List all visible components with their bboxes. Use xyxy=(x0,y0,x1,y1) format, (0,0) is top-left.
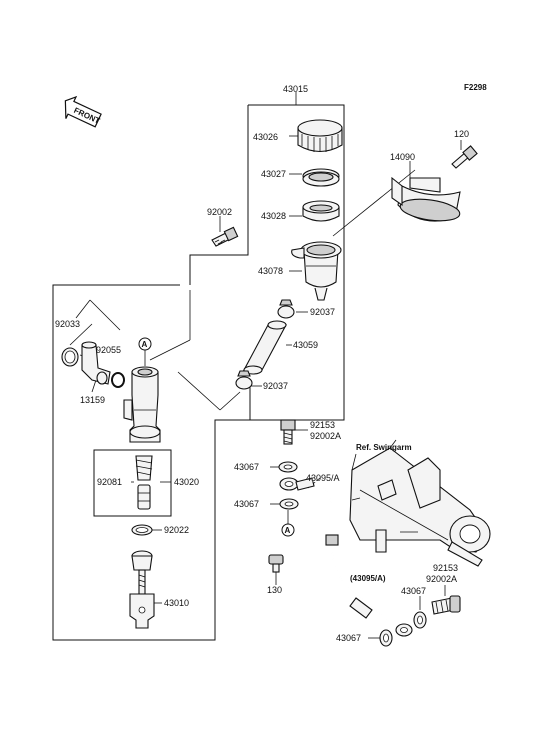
banjo-fitting-lower xyxy=(395,623,413,637)
reservoir-body xyxy=(291,241,342,301)
washer-43067-d xyxy=(379,629,393,647)
part-number-labels: 43015 43026 43027 43028 43078 92002 120 … xyxy=(55,84,469,643)
swingarm xyxy=(349,439,491,567)
assembly-frames xyxy=(52,92,345,641)
reservoir-bracket xyxy=(391,176,461,222)
part-number-92055: 92055 xyxy=(96,345,121,355)
hose-fitting xyxy=(81,341,111,385)
washer-43067-a xyxy=(278,461,298,473)
part-number-43078: 43078 xyxy=(258,266,283,276)
svg-text:A: A xyxy=(285,526,291,535)
banjo-bolt-upper xyxy=(280,419,296,445)
part-number-92153-lower: 92153 xyxy=(433,563,458,573)
reservoir-plate xyxy=(302,168,340,187)
part-number-92022: 92022 xyxy=(164,525,189,535)
push-rod xyxy=(129,550,155,629)
circlip-92022 xyxy=(131,524,153,536)
part-number-92002: 92002 xyxy=(207,207,232,217)
part-number-43067-c: 43067 xyxy=(401,586,426,596)
part-number-43067-b: 43067 xyxy=(234,499,259,509)
ref-swingarm-label: Ref. Swingarm xyxy=(356,443,412,452)
part-number-43095A-ref: (43095/A) xyxy=(350,574,386,583)
part-number-43028: 43028 xyxy=(261,211,286,221)
master-cylinder-body xyxy=(123,366,161,443)
reservoir-hose xyxy=(243,320,287,375)
part-number-92153-upper: 92153 xyxy=(310,420,335,430)
front-arrow-icon: FRONT xyxy=(64,95,102,128)
part-number-92002A-upper: 92002A xyxy=(310,431,341,441)
part-number-92002A-lower: 92002A xyxy=(426,574,457,584)
svg-text:A: A xyxy=(142,340,148,349)
hose-clamp-upper xyxy=(277,299,295,319)
reservoir-diaphragm xyxy=(302,200,340,222)
part-number-43015: 43015 xyxy=(283,84,308,94)
washer-43067-c xyxy=(413,611,427,629)
part-number-43020: 43020 xyxy=(174,477,199,487)
hose-clamp-lower xyxy=(235,370,253,390)
circlip-92033 xyxy=(61,347,79,367)
part-number-130: 130 xyxy=(267,585,282,595)
part-number-92033: 92033 xyxy=(55,319,80,329)
part-number-43026: 43026 xyxy=(253,132,278,142)
brake-hose xyxy=(311,479,399,629)
piston-assembly xyxy=(135,455,153,510)
marker-a-lower: A xyxy=(281,510,295,537)
screw-130 xyxy=(268,554,284,573)
part-number-43095A: 43095/A xyxy=(306,473,340,483)
bolt-92002 xyxy=(211,226,239,247)
part-number-120: 120 xyxy=(454,129,469,139)
part-number-13159: 13159 xyxy=(80,395,105,405)
reservoir-cap xyxy=(297,119,343,153)
leader-lines xyxy=(69,135,462,639)
part-number-43067-d: 43067 xyxy=(336,633,361,643)
washer-43067-b xyxy=(279,498,299,510)
banjo-fitting xyxy=(279,477,315,491)
bolt-120 xyxy=(451,145,478,169)
part-number-43010: 43010 xyxy=(164,598,189,608)
banjo-bolt-lower xyxy=(431,595,461,615)
o-ring-92055 xyxy=(111,372,125,388)
part-number-43027: 43027 xyxy=(261,169,286,179)
marker-a-upper: A xyxy=(138,337,152,366)
part-number-92037-upper: 92037 xyxy=(310,307,335,317)
part-number-92081: 92081 xyxy=(97,477,122,487)
part-number-92037-lower: 92037 xyxy=(263,381,288,391)
part-number-43067-a: 43067 xyxy=(234,462,259,472)
part-number-14090: 14090 xyxy=(390,152,415,162)
part-number-43059: 43059 xyxy=(293,340,318,350)
figure-code: F2298 xyxy=(464,83,487,92)
